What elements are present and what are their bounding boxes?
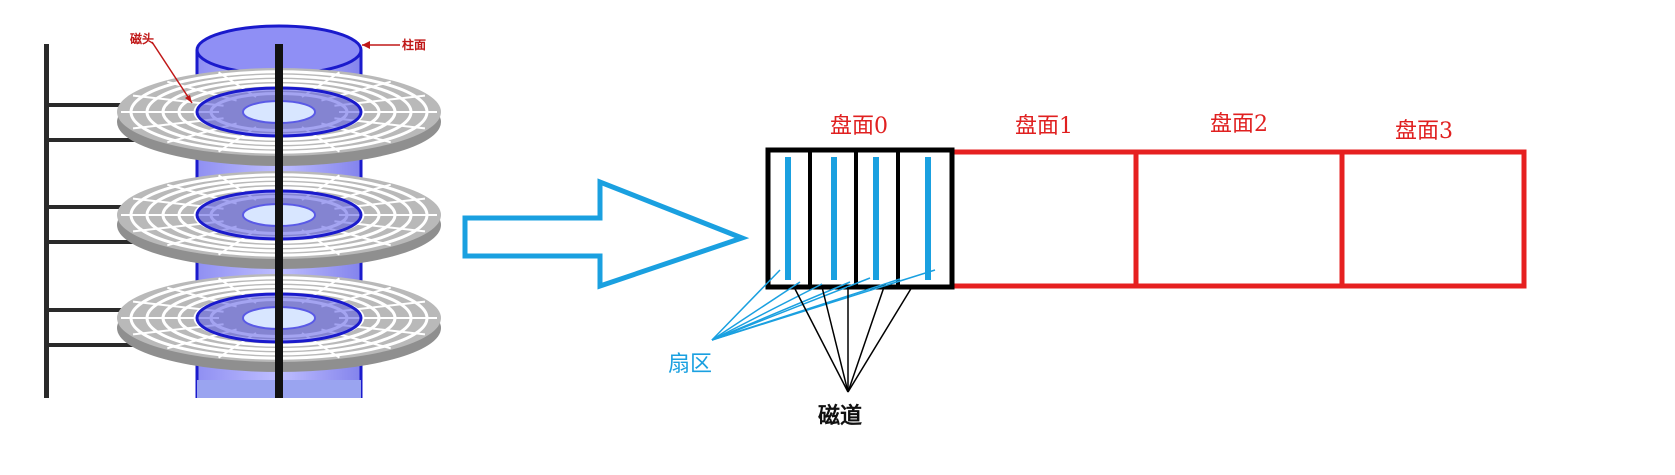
cylinder-label: 柱面 bbox=[402, 38, 427, 52]
track-pointers bbox=[793, 286, 913, 393]
surface-2-label: 盘面2 bbox=[1210, 112, 1268, 137]
spindle bbox=[275, 44, 283, 398]
surface-boxes-outline bbox=[949, 149, 1527, 289]
surface-1-label: 盘面1 bbox=[1015, 114, 1073, 139]
head-label: 磁头 bbox=[130, 32, 155, 46]
surfaces-diagram bbox=[711, 147, 1527, 393]
transform-arrow bbox=[462, 178, 750, 290]
surface-0-box bbox=[765, 147, 955, 290]
track-label: 磁道 bbox=[818, 403, 863, 429]
track-dividers bbox=[808, 150, 900, 287]
head-pointer bbox=[151, 41, 193, 104]
sector-bars bbox=[785, 157, 931, 280]
surface-0-label: 盘面0 bbox=[830, 114, 888, 139]
sector-label: 扇区 bbox=[668, 352, 713, 377]
disk-stack-illustration bbox=[44, 24, 441, 398]
surface-3-label: 盘面3 bbox=[1395, 119, 1453, 144]
support-post bbox=[44, 44, 49, 398]
